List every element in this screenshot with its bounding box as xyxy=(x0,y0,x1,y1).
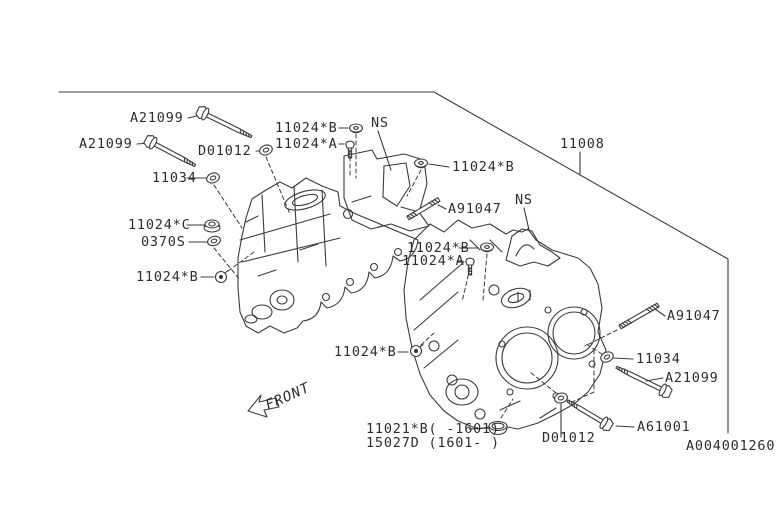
callout-a91047-2: A91047 xyxy=(667,308,721,324)
callout-a21099-3: A21099 xyxy=(665,370,719,386)
callout-11021b: 11021*B( -1601) xyxy=(366,421,500,437)
front-arrow-icon xyxy=(247,394,280,418)
callout-11024a-2: 11024*A xyxy=(402,253,465,269)
callout-15027d: 15027D (1601- ) xyxy=(366,435,500,451)
callout-a21099-2: A21099 xyxy=(79,136,133,152)
washer-icon xyxy=(554,392,568,404)
callout-11024b-5: 11024*B xyxy=(334,344,397,360)
plug-icon xyxy=(409,343,424,358)
callout-11024c: 11024*C xyxy=(128,217,191,233)
callout-a21099-1: A21099 xyxy=(130,110,184,126)
callout-11034-2: 11034 xyxy=(636,351,681,367)
washer-icon xyxy=(259,144,273,156)
hex-nut-icon xyxy=(203,219,221,233)
callout-a61001: A61001 xyxy=(637,419,691,435)
plug-icon xyxy=(214,269,229,284)
callout-11024b-1: 11024*B xyxy=(275,120,338,136)
callout-11034-1: 11034 xyxy=(152,170,197,186)
stud-bolt-icon xyxy=(618,302,660,330)
flange-bolt-icon xyxy=(615,365,673,398)
callout-labels: A21099 A21099 D01012 11034 11024*B NS 11… xyxy=(79,110,775,454)
sealing-plug-icon xyxy=(413,158,429,169)
flange-bolt-icon xyxy=(566,399,614,432)
assembly-dashed-lines xyxy=(213,133,618,419)
stud-bolt-icon xyxy=(406,197,441,221)
cylinder-block-right-half xyxy=(403,219,607,430)
front-direction-arrow: FRONT xyxy=(247,380,313,418)
sealing-plug-icon xyxy=(479,242,495,253)
callout-d01012-1: D01012 xyxy=(198,143,252,159)
callout-11024b-4: 11024*B xyxy=(136,269,199,285)
cylinder-block-left-half xyxy=(237,149,430,334)
washer-icon xyxy=(207,235,221,247)
flange-bolt-icon xyxy=(143,135,197,167)
callout-a91047-1: A91047 xyxy=(448,201,502,217)
washer-icon xyxy=(600,351,614,363)
front-label: FRONT xyxy=(263,380,313,414)
sealing-plug-icon xyxy=(348,123,364,134)
callout-11008: 11008 xyxy=(560,136,605,152)
flange-bolt-icon xyxy=(195,106,253,139)
callout-ns-2: NS xyxy=(515,192,533,208)
callout-d01012-2: D01012 xyxy=(542,430,596,446)
callout-ns-1: NS xyxy=(371,115,389,131)
washer-icon xyxy=(206,172,220,184)
callout-11024b-2: 11024*B xyxy=(452,159,515,175)
callout-11024b-3: 11024*B xyxy=(407,240,470,256)
small-bolt-icon xyxy=(345,140,355,159)
small-bolt-icon xyxy=(465,257,475,276)
callout-11024a-1: 11024*A xyxy=(275,136,338,152)
cup-plug-icon xyxy=(488,420,508,436)
callout-0370s: 0370S xyxy=(141,234,186,250)
drawing-code-label: A004001260 xyxy=(686,438,775,454)
leader-lines xyxy=(136,114,666,438)
frame-border xyxy=(58,91,729,434)
